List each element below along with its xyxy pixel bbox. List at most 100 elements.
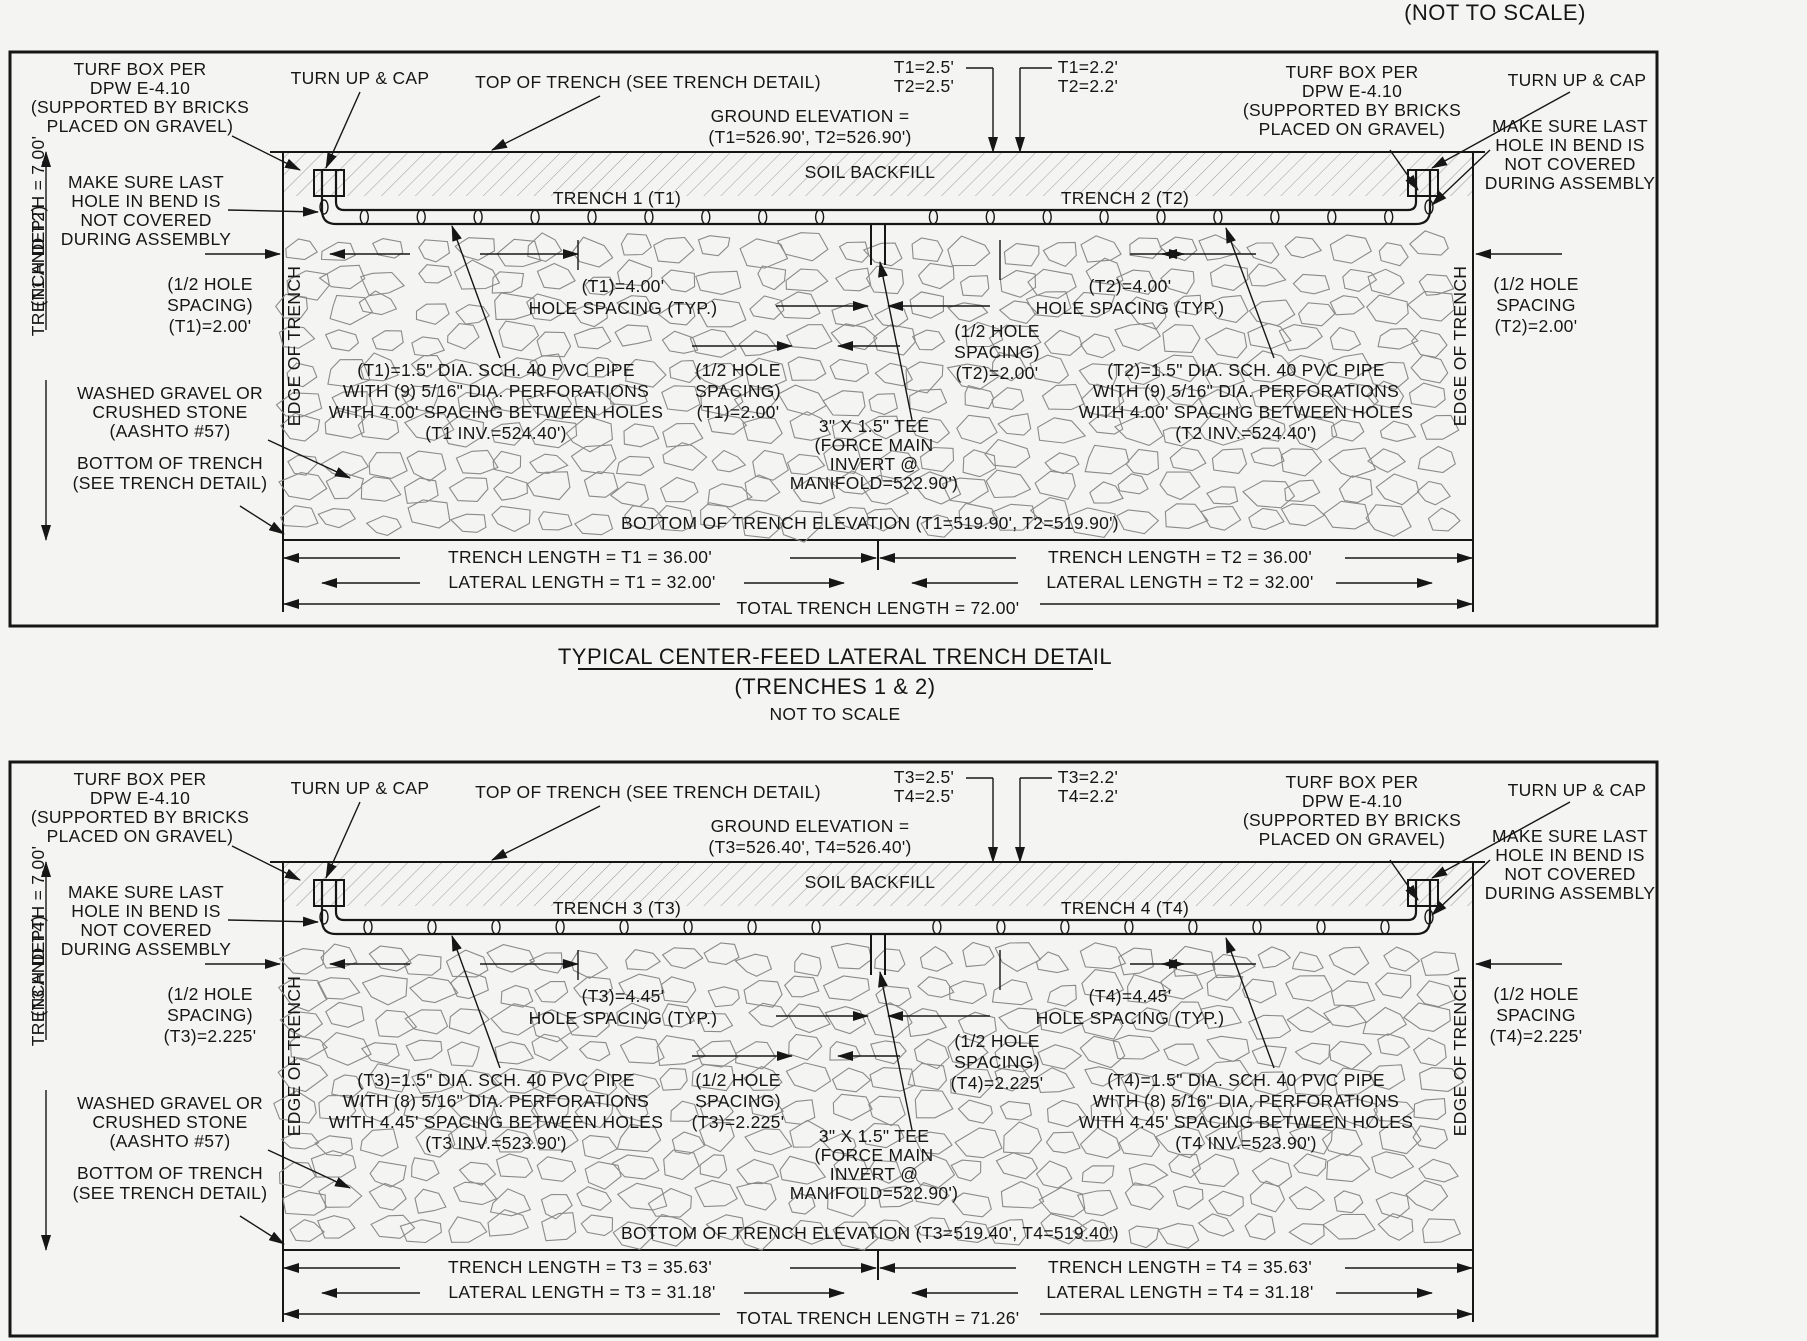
gravel-stone bbox=[752, 449, 789, 481]
gravel-stone bbox=[526, 293, 572, 321]
perforation-hole bbox=[701, 209, 711, 225]
gravel-stone bbox=[1209, 264, 1249, 291]
gravel-stone bbox=[570, 444, 617, 475]
gravel-stone bbox=[905, 361, 944, 394]
gravel-stone bbox=[776, 232, 829, 262]
perforation-hole bbox=[491, 919, 501, 935]
perforation-hole bbox=[758, 209, 768, 225]
gravel-arrow bbox=[267, 1149, 351, 1189]
gravel-stone bbox=[357, 413, 400, 441]
gravel-stone bbox=[586, 356, 619, 378]
gravel-stone bbox=[914, 1131, 953, 1155]
gravel-stone bbox=[830, 323, 878, 351]
gravel-stone bbox=[540, 1193, 573, 1220]
gravel-stone bbox=[280, 505, 319, 528]
gravel-stone bbox=[1081, 1165, 1115, 1184]
perforation-hole bbox=[1316, 919, 1326, 935]
make-sure-arrow-right bbox=[1431, 149, 1491, 206]
cover-depth-right-line-2: T4=2.2' bbox=[1058, 786, 1118, 806]
make-sure-note-right-line-3: NOT COVERED bbox=[1504, 154, 1635, 174]
trench-left-name: TRENCH 1 (T1) bbox=[553, 188, 681, 208]
gravel-stone bbox=[874, 948, 906, 973]
gravel-stone bbox=[403, 1096, 443, 1121]
gravel-stone bbox=[1257, 946, 1292, 969]
gravel-stone bbox=[919, 446, 955, 473]
gravel-stone bbox=[655, 504, 696, 532]
cover-depth-right-line-1: T1=2.2' bbox=[1058, 57, 1118, 77]
gravel-stone bbox=[660, 269, 696, 293]
gravel-stone bbox=[1291, 951, 1324, 973]
gravel-stone bbox=[1285, 975, 1333, 1002]
turn-up-cap-note-left: TURN UP & CAP bbox=[291, 778, 430, 798]
gravel-stone bbox=[280, 1132, 320, 1150]
pipe-note-right-line-3: WITH 4.00' SPACING BETWEEN HOLES bbox=[1079, 402, 1414, 422]
gravel-stone bbox=[370, 1063, 410, 1093]
gravel-stone bbox=[1249, 1180, 1286, 1213]
gravel-stone bbox=[994, 1041, 1037, 1073]
tee-note-line-2: (FORCE MAIN bbox=[815, 1145, 934, 1165]
gravel-stone bbox=[749, 295, 785, 320]
half-spacing-center-left-line-1: (1/2 HOLE bbox=[695, 1070, 780, 1090]
gravel-stone bbox=[325, 1001, 365, 1028]
gravel-stone bbox=[527, 232, 563, 262]
gravel-stone bbox=[1162, 324, 1201, 354]
gravel-stone bbox=[1045, 1131, 1081, 1154]
gravel-stone bbox=[947, 235, 991, 267]
gravel-stone bbox=[777, 384, 827, 416]
gravel-stone bbox=[1237, 1120, 1281, 1153]
gravel-stone bbox=[375, 1009, 418, 1038]
trench-length-left: TRENCH LENGTH = T3 = 35.63' bbox=[448, 1257, 712, 1277]
gravel-stone bbox=[909, 291, 944, 319]
pipe-note-left-line-2: WITH (9) 5/16" DIA. PERFORATIONS bbox=[343, 381, 649, 401]
turf-box-note-left-line-2: DPW E-4.10 bbox=[90, 788, 190, 808]
bottom-of-trench-note-line-1: BOTTOM OF TRENCH bbox=[77, 453, 263, 473]
gravel-stone bbox=[1081, 383, 1125, 418]
turn-up-arrow-left bbox=[325, 801, 361, 879]
pipe-note-left-line-1: (T1)=1.5" DIA. SCH. 40 PVC PIPE bbox=[357, 360, 635, 380]
pipe-arrow-right bbox=[1225, 937, 1275, 1069]
tee-arrow bbox=[878, 261, 913, 421]
gravel-stone bbox=[787, 1003, 831, 1034]
gravel-stone bbox=[787, 356, 827, 381]
perforation-hole bbox=[1213, 209, 1223, 225]
perforation-hole bbox=[814, 209, 825, 225]
gravel-stone bbox=[946, 363, 1001, 390]
gravel-stone bbox=[694, 362, 743, 388]
gravel-stone bbox=[529, 453, 569, 474]
gravel-stone bbox=[1420, 414, 1460, 440]
gravel-stone bbox=[526, 390, 573, 420]
top-of-trench-note: TOP OF TRENCH (SEE TRENCH DETAIL) bbox=[475, 72, 821, 92]
make-sure-note-right-line-4: DURING ASSEMBLY bbox=[1485, 883, 1655, 903]
perforation-hole-bend-left bbox=[319, 199, 329, 215]
gravel-stone bbox=[865, 265, 904, 295]
cover-depth-left-line-1: T1=2.5' bbox=[894, 57, 954, 77]
gravel-stone bbox=[1293, 1153, 1327, 1177]
gravel-stone bbox=[531, 1009, 580, 1043]
gravel-stone bbox=[707, 483, 753, 508]
gravel-stone bbox=[1251, 1157, 1293, 1187]
perforation-hole bbox=[363, 919, 373, 935]
gravel-stone bbox=[278, 472, 328, 501]
gravel-stone bbox=[1027, 268, 1077, 299]
turn-up-cap-note-left: TURN UP & CAP bbox=[291, 68, 430, 88]
gravel-stone bbox=[831, 470, 873, 495]
gravel-stone bbox=[957, 1011, 997, 1039]
gravel-stone bbox=[917, 262, 955, 290]
gravel-stone bbox=[457, 391, 497, 413]
gravel-stone bbox=[407, 499, 451, 529]
gravel-stone bbox=[911, 329, 946, 351]
gravel-stone bbox=[1198, 414, 1246, 446]
gravel-stone bbox=[494, 1128, 534, 1153]
gravel-stone bbox=[1042, 241, 1077, 268]
gravel-stone bbox=[565, 415, 613, 453]
gravel-stone bbox=[1326, 1153, 1371, 1183]
gravel-stone bbox=[458, 1161, 497, 1186]
gravel-stone bbox=[1035, 1067, 1076, 1093]
soil-backfill-hatch bbox=[283, 152, 1473, 196]
pipe-outer-line bbox=[320, 880, 1432, 936]
gravel-stone bbox=[1084, 444, 1130, 475]
gravel-stone bbox=[359, 1091, 397, 1123]
gravel-stone bbox=[368, 383, 415, 409]
gravel-stone bbox=[955, 1220, 991, 1243]
